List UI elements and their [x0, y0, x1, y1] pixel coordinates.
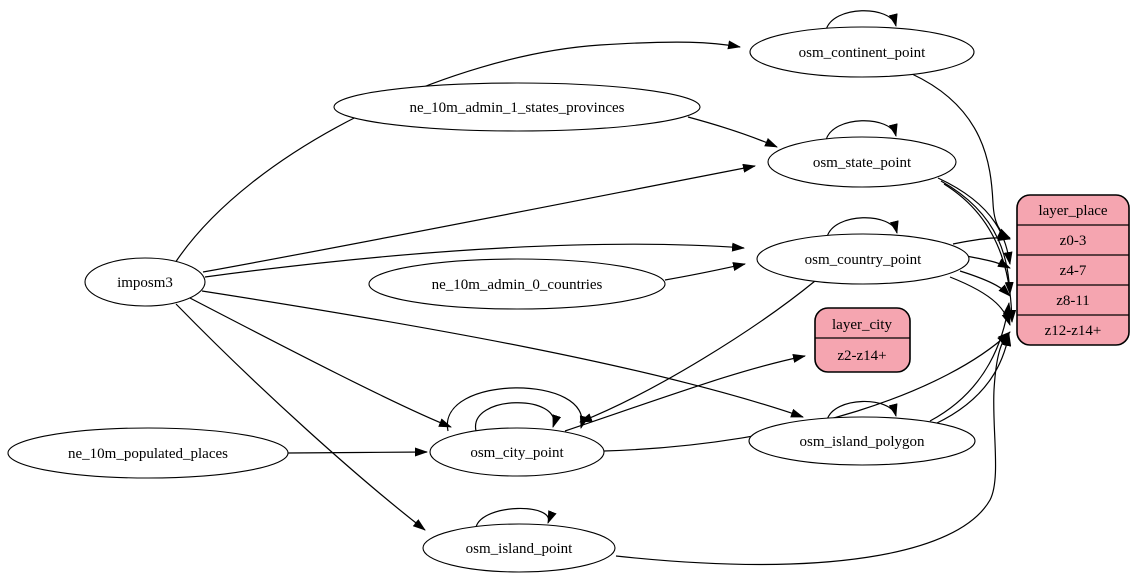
- node-osm_city_point-shape: [429, 427, 605, 477]
- record-layer_city-title: layer_city: [832, 317, 892, 333]
- edge-osm_country_point-self: [826, 217, 899, 238]
- node-imposm3-label: imposm3: [117, 275, 173, 291]
- record-layer_place-row-z12-z14: z12-z14+: [1045, 323, 1102, 339]
- node-osm_city_point: osm_city_point: [429, 427, 605, 477]
- edge-osm_country_point-layer_place-z0-3: [952, 232, 1011, 245]
- record-layer_city-row-z2-z14: z2-z14+: [837, 348, 886, 364]
- edge-imposm3-osm_continent_point: [174, 40, 741, 264]
- edge-ne_10m_populated_places-osm_city_point: [287, 447, 428, 457]
- edge-osm_city_point-self-outer: [446, 387, 589, 432]
- node-osm_country_point-shape: [756, 233, 970, 285]
- node-ne_10m_populated_places-shape: [7, 427, 289, 479]
- record-layer_place: layer_place z0-3 z4-7 z8-11 z12-z14+: [1016, 194, 1130, 346]
- node-osm_island_point-label: osm_island_point: [466, 541, 574, 557]
- node-ne_10m_populated_places-label: ne_10m_populated_places: [68, 446, 228, 462]
- edge-imposm3-osm_island_polygon: [201, 290, 804, 418]
- edge-osm_country_point-layer_place-z4-7: [965, 255, 1011, 269]
- node-osm_state_point-label: osm_state_point: [813, 155, 912, 171]
- node-osm_island_polygon: osm_island_polygon: [748, 416, 976, 466]
- node-osm_island_point: osm_island_point: [422, 523, 616, 573]
- node-osm_continent_point: osm_continent_point: [749, 26, 975, 78]
- edge-imposm3-osm_island_point: [175, 303, 426, 531]
- node-osm_continent_point-shape: [749, 26, 975, 78]
- node-osm_island_point-shape: [422, 523, 616, 573]
- node-imposm3: imposm3: [84, 257, 206, 307]
- node-osm_country_point: osm_country_point: [756, 233, 970, 285]
- edge-osm_island_point-layer_place-z12-z14: [615, 331, 1011, 565]
- node-ne_10m_populated_places: ne_10m_populated_places: [7, 427, 289, 479]
- node-ne_10m_admin_0_countries-label: ne_10m_admin_0_countries: [432, 277, 603, 293]
- edge-osm_island_polygon-self: [826, 400, 898, 421]
- record-layer_place-row-z0-3: z0-3: [1060, 233, 1087, 249]
- node-osm_state_point-shape: [767, 136, 957, 188]
- node-osm_country_point-label: osm_country_point: [805, 252, 922, 268]
- node-ne_10m_admin_0_countries-shape: [368, 258, 666, 310]
- edge-osm_country_point-layer_place-z8-11: [959, 270, 1011, 297]
- edge-osm_country_point-layer_place-z12-z14: [949, 276, 1011, 326]
- node-ne_10m_admin_1_states_provinces-shape: [333, 82, 701, 132]
- node-ne_10m_admin_0_countries: ne_10m_admin_0_countries: [368, 258, 666, 310]
- edge-osm_country_point-osm_city_point: [579, 280, 816, 423]
- record-layer_city: layer_city z2-z14+: [814, 307, 911, 373]
- edge-ne_10m_admin_0_countries-osm_country_point: [664, 262, 746, 281]
- record-layer_place-row-z4-7: z4-7: [1060, 263, 1087, 279]
- record-layer_place-title: layer_place: [1038, 203, 1107, 219]
- edge-imposm3-osm_state_point: [202, 163, 756, 273]
- node-ne_10m_admin_1_states_provinces: ne_10m_admin_1_states_provinces: [333, 82, 701, 132]
- record-layer_place-shape: [1016, 194, 1130, 346]
- nodes-layer: imposm3 ne_10m_admin_1_states_provinces …: [7, 26, 976, 573]
- edge-osm_island_point-self: [475, 507, 557, 528]
- edges-layer: [174, 10, 1017, 565]
- record-layer_place-row-z8-11: z8-11: [1056, 293, 1090, 309]
- edge-ne_10m_admin_1_states_provinces-osm_state_point: [687, 116, 778, 148]
- node-osm_state_point: osm_state_point: [767, 136, 957, 188]
- edge-osm_state_point-layer_place-z4-7: [937, 177, 1013, 265]
- node-ne_10m_admin_1_states_provinces-label: ne_10m_admin_1_states_provinces: [410, 100, 625, 116]
- node-osm_city_point-label: osm_city_point: [470, 445, 564, 461]
- edge-osm_continent_point-layer_place-z0-3: [911, 73, 1011, 239]
- node-osm_continent_point-label: osm_continent_point: [799, 45, 926, 61]
- edge-osm_city_point-layer_city-z2-z14: [564, 354, 806, 432]
- edge-osm_continent_point-self: [825, 10, 898, 31]
- node-osm_island_polygon-label: osm_island_polygon: [799, 434, 925, 450]
- record-layer_city-shape: [814, 307, 911, 373]
- edge-osm_state_point-self: [825, 120, 898, 141]
- edge-imposm3-osm_city_point: [187, 296, 452, 428]
- edge-imposm3-osm_country_point: [204, 242, 745, 278]
- edge-osm_state_point-layer_place-z8-11: [940, 180, 1014, 295]
- edge-osm_city_point-self-inner: [475, 402, 562, 432]
- edge-osm_island_polygon-layer_place-z8-11: [929, 302, 1012, 422]
- node-osm_island_polygon-shape: [748, 416, 976, 466]
- edge-osm_city_point-layer_place-z12-z14: [603, 332, 1010, 452]
- node-imposm3-shape: [84, 257, 206, 307]
